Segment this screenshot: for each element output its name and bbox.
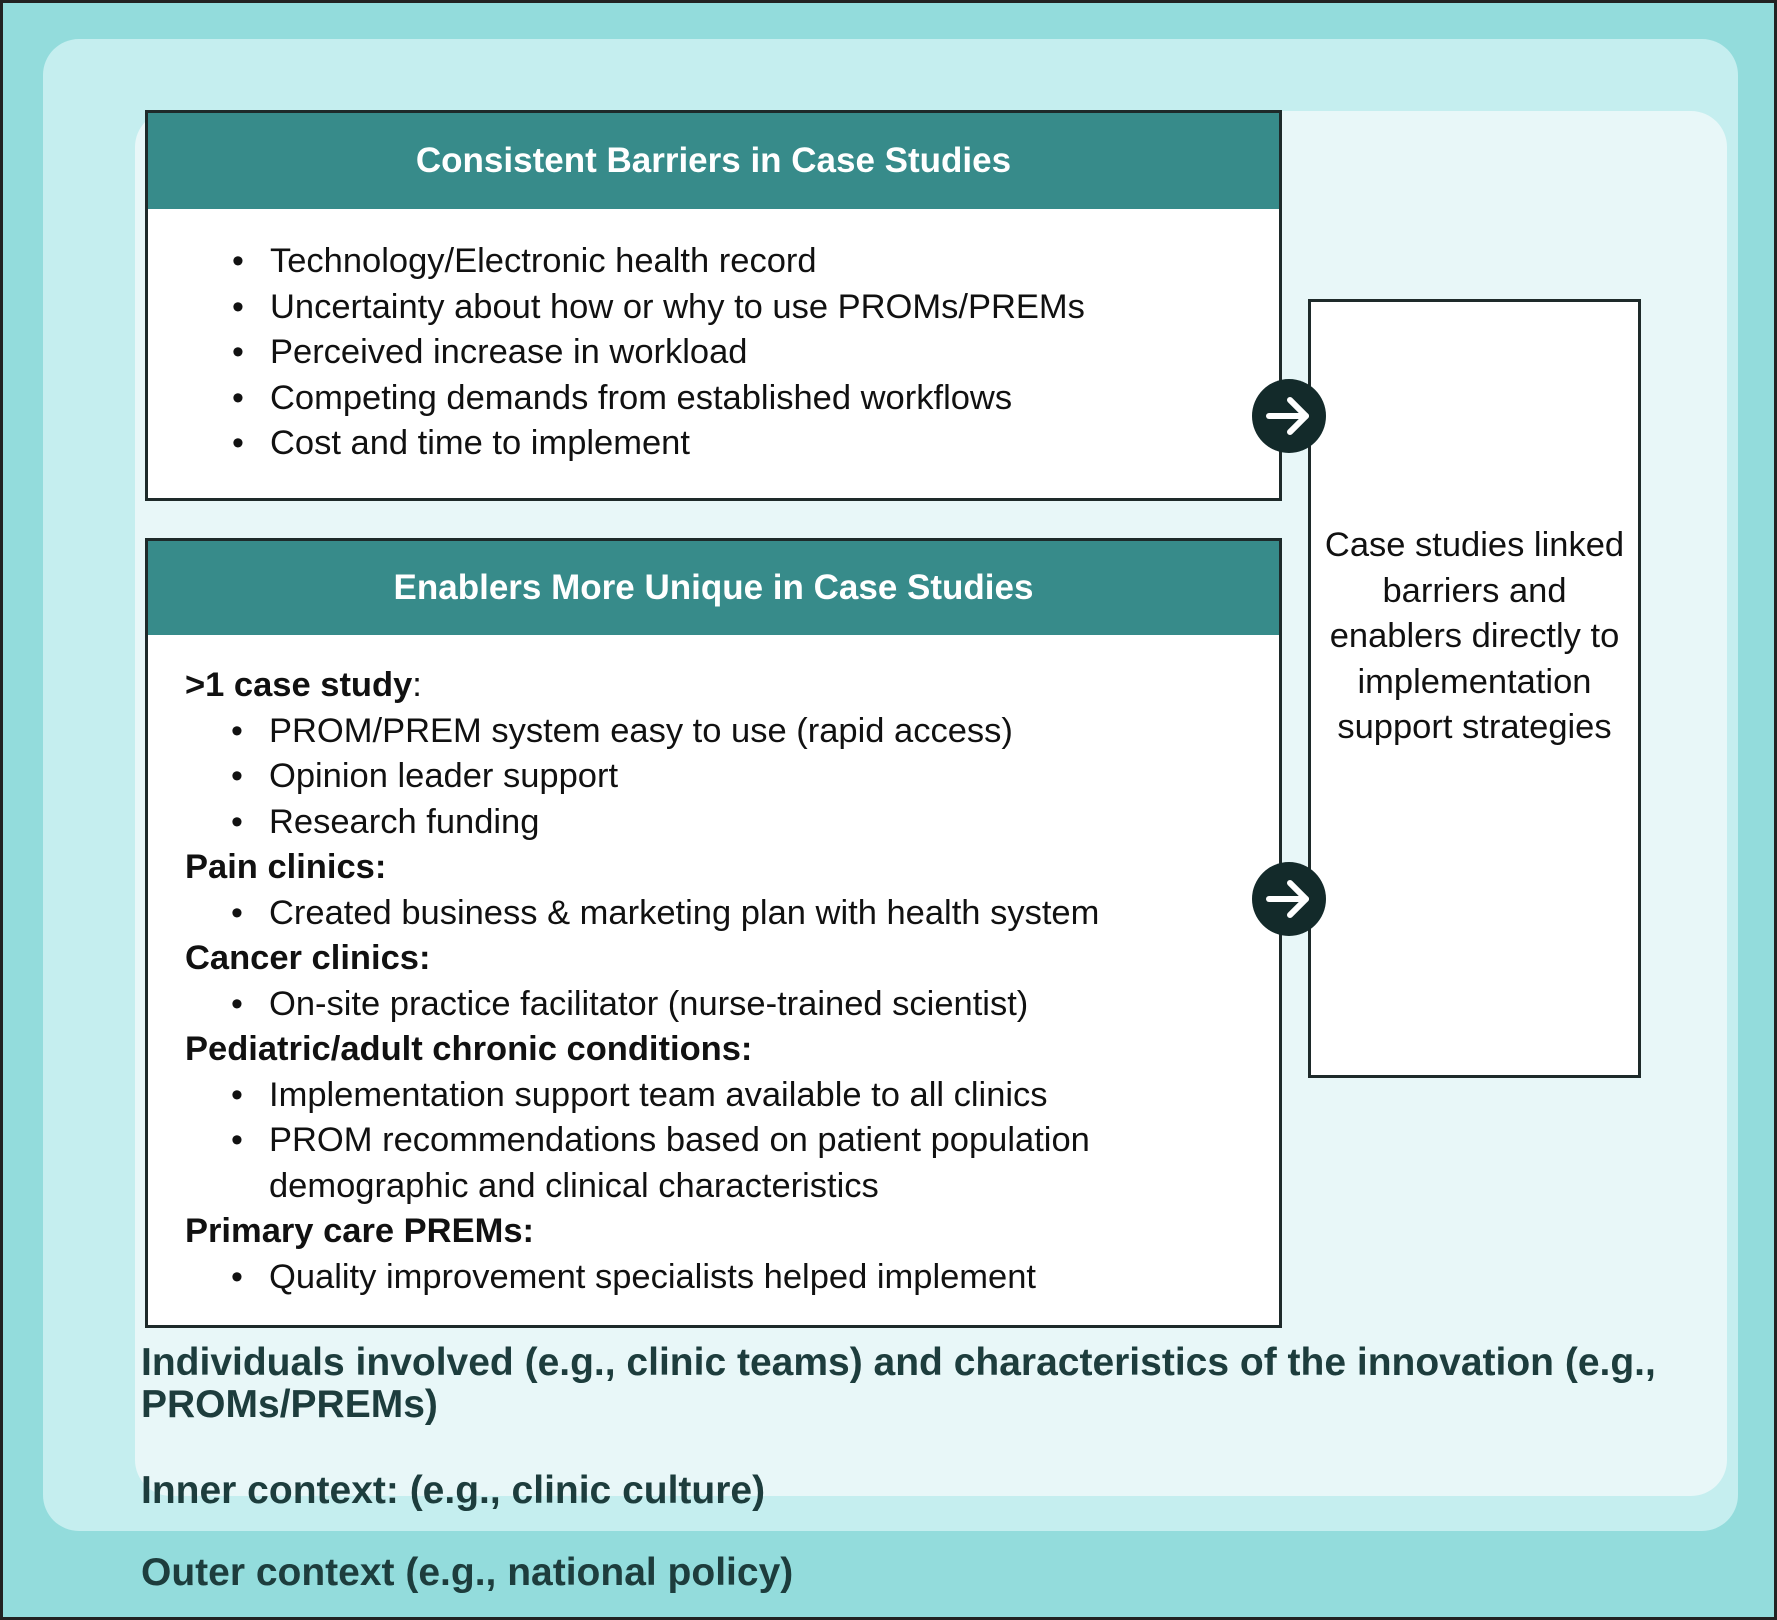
linked-strategies-box: Case studies linked barriers and enabler…	[1308, 299, 1641, 1078]
enabler-group-title-text: >1 case study	[185, 666, 413, 704]
arrow-right-circle-icon	[1252, 862, 1326, 936]
enabler-group-title-text: Cancer clinics:	[185, 939, 431, 977]
barrier-item: Uncertainty about how or why to use PROM…	[232, 285, 1259, 331]
enabler-group-title: Primary care PREMs:	[185, 1209, 1259, 1255]
enabler-item: On-site practice facilitator (nurse-trai…	[231, 982, 1259, 1028]
barriers-title: Consistent Barriers in Case Studies	[415, 141, 1012, 180]
outer-context-label: Outer context (e.g., national policy)	[141, 1551, 794, 1594]
enabler-item: PROM/PREM system easy to use (rapid acce…	[231, 709, 1259, 755]
barrier-item: Cost and time to implement	[232, 421, 1259, 467]
enabler-item: Created business & marketing plan with h…	[231, 891, 1259, 937]
enabler-group-title-text: Pain clinics:	[185, 848, 387, 886]
enabler-group-list: PROM/PREM system easy to use (rapid acce…	[231, 709, 1259, 846]
barriers-list: Technology/Electronic health recordUncer…	[232, 239, 1259, 467]
linked-strategies-text: Case studies linked barriers and enabler…	[1324, 526, 1625, 746]
enabler-group-title: >1 case study:	[185, 663, 1259, 709]
enabler-group-title-suffix: :	[412, 666, 422, 704]
individuals-context-label: Individuals involved (e.g., clinic teams…	[141, 1341, 1656, 1426]
enabler-item: Implementation support team available to…	[231, 1073, 1259, 1119]
barrier-item: Perceived increase in workload	[232, 330, 1259, 376]
barrier-item: Competing demands from established workf…	[232, 376, 1259, 422]
enablers-header: Enablers More Unique in Case Studies	[148, 541, 1279, 635]
enablers-body: >1 case study:PROM/PREM system easy to u…	[185, 663, 1259, 1300]
barriers-header: Consistent Barriers in Case Studies	[148, 113, 1279, 209]
enabler-group-title-text: Primary care PREMs:	[185, 1212, 535, 1250]
barriers-box: Consistent Barriers in Case Studies Tech…	[145, 110, 1282, 501]
enabler-item: Opinion leader support	[231, 754, 1259, 800]
enabler-group-title: Pediatric/adult chronic conditions:	[185, 1027, 1259, 1073]
enabler-group-list: Implementation support team available to…	[231, 1073, 1259, 1210]
enabler-group-title: Pain clinics:	[185, 845, 1259, 891]
barrier-item: Technology/Electronic health record	[232, 239, 1259, 285]
enablers-title: Enablers More Unique in Case Studies	[393, 568, 1034, 607]
enabler-group-list: Created business & marketing plan with h…	[231, 891, 1259, 937]
enabler-group-list: On-site practice facilitator (nurse-trai…	[231, 982, 1259, 1028]
enabler-group-title: Cancer clinics:	[185, 936, 1259, 982]
enabler-group-list: Quality improvement specialists helped i…	[231, 1255, 1259, 1301]
enablers-box: Enablers More Unique in Case Studies >1 …	[145, 538, 1282, 1328]
enabler-item: Quality improvement specialists helped i…	[231, 1255, 1259, 1301]
enabler-group-title-text: Pediatric/adult chronic conditions:	[185, 1030, 753, 1068]
enabler-item: Research funding	[231, 800, 1259, 846]
arrow-right-circle-icon	[1252, 379, 1326, 453]
enabler-item: PROM recommendations based on patient po…	[231, 1118, 1259, 1209]
inner-context-label: Inner context: (e.g., clinic culture)	[141, 1469, 766, 1512]
